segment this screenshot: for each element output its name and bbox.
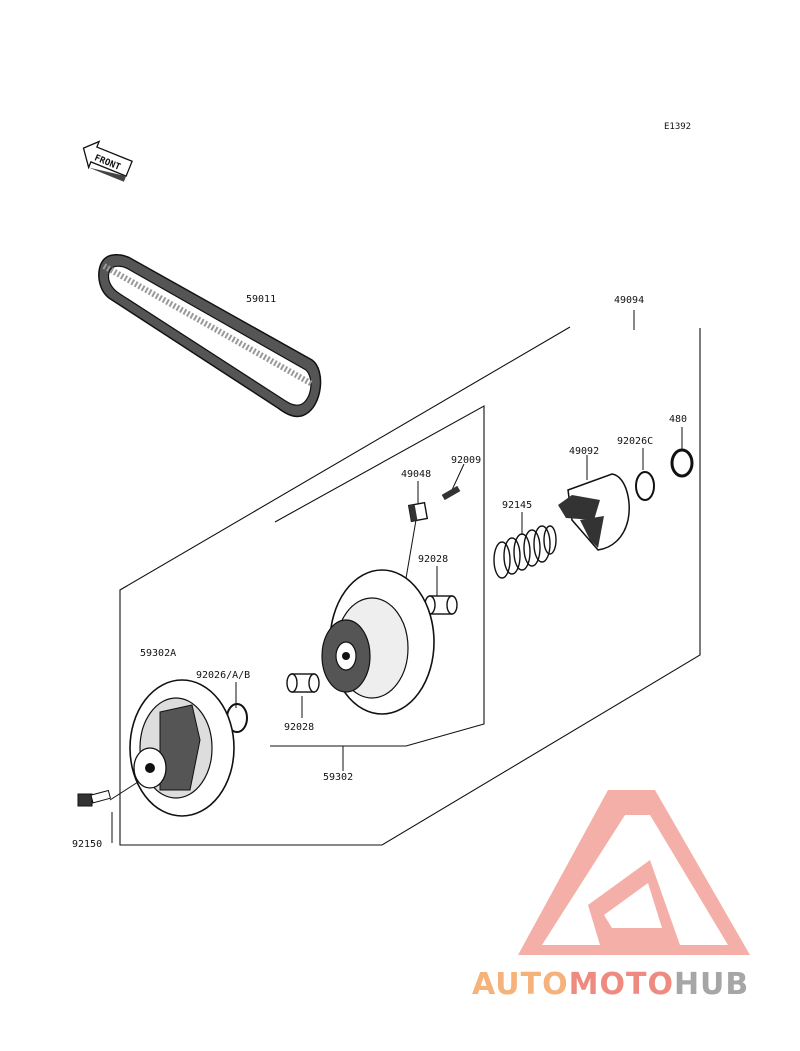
front-arrow-icon: FRONT [82,140,133,182]
slider-49048 [407,501,429,523]
callout-92009: 92009 [451,455,481,466]
watermark-logo [518,790,750,955]
assembly-frame-59302 [270,405,485,747]
circlip-ring [670,448,694,478]
sheave-59302 [321,569,435,715]
callout-59302: 59302 [323,772,353,783]
watermark-text: AUTOMOTOHUB [472,967,749,1002]
bush-upper [424,595,458,615]
drive-belt [98,254,322,418]
bush-lower [286,673,320,693]
callout-59011: 59011 [246,294,276,305]
sheave-59302a [129,679,235,817]
pin-92009 [441,485,461,501]
diagram-code: E1392 [664,122,691,132]
callout-92150: 92150 [72,839,102,850]
callout-92028-upper: 92028 [418,554,448,565]
assembly-frame-49094 [119,326,701,846]
leader-lines [109,310,683,843]
callout-92145: 92145 [502,500,532,511]
cam-49092 [558,473,630,551]
spring-92145 [493,525,557,579]
callout-59302a: 59302A [140,648,176,659]
callout-92028-lower: 92028 [284,722,314,733]
callout-92026ab: 92026/A/B [196,670,250,681]
callout-49094: 49094 [614,295,644,306]
callout-480: 480 [669,414,687,425]
callout-92026c: 92026C [617,436,653,447]
callout-49092: 49092 [569,446,599,457]
washer-c [635,471,655,501]
callout-49048: 49048 [401,469,431,480]
bolt-92150 [77,789,112,807]
